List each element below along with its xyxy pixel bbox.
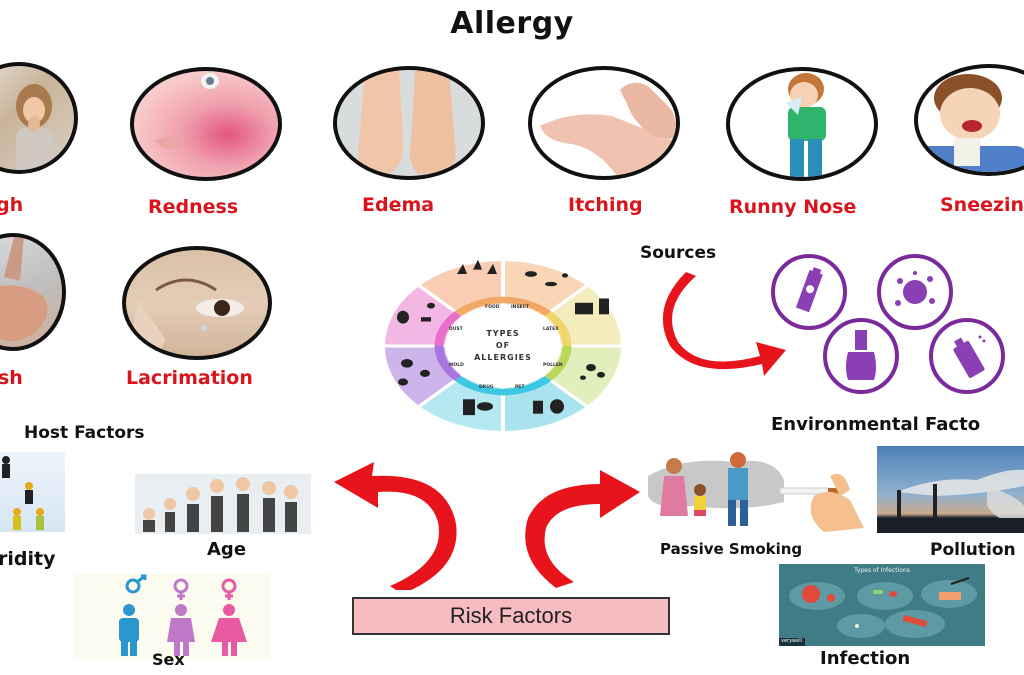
symptom-label-runny-nose: Runny Nose [729, 196, 857, 218]
infection-label: Infection [820, 648, 911, 669]
tube-icon [795, 267, 823, 313]
source-spray-can [929, 318, 1005, 394]
wheel-center-line-3: ALLERGIES [474, 353, 532, 362]
wheel-tag-mold: MOLD [449, 362, 464, 368]
wheel-tag-pet: PET [515, 384, 525, 390]
wheel-tag-drug: DRUG [479, 384, 494, 390]
teary-eye-icon [127, 278, 244, 356]
rash-hands-icon [0, 237, 48, 342]
boy-blowing-nose-icon [786, 73, 826, 177]
lacrimation-image [122, 246, 272, 360]
cough-image [0, 62, 78, 174]
sex-image [73, 574, 271, 659]
passive-smoking-label: Passive Smoking [660, 540, 803, 558]
page-title: Allergy [450, 6, 574, 41]
risk-to-host-arrow-icon [334, 462, 457, 590]
age-image [135, 474, 311, 534]
types-of-allergies-wheel: TYPES OF ALLERGIES FOOD INSECT LATEX POL… [380, 256, 626, 436]
nail-polish-icon [846, 330, 876, 380]
source-tube [771, 254, 847, 330]
heredity-image [0, 452, 65, 532]
edema-image [333, 66, 485, 180]
wheel-tag-food: FOOD [485, 304, 500, 310]
spray-can-icon [953, 335, 986, 378]
symptom-label-sneezing: Sneezin [940, 194, 1024, 216]
boy-sneezing-icon [918, 74, 1024, 172]
symptom-label-redness: Redness [148, 196, 239, 218]
age-progression-icon [143, 477, 298, 532]
swollen-feet-icon [358, 70, 456, 176]
girl-coughing-icon [16, 84, 54, 170]
scratching-hand-icon [540, 82, 676, 176]
wheel-tag-insect: INSECT [511, 304, 530, 310]
risk-factors-label: Risk Factors [449, 603, 573, 628]
wheel-center-line-2: OF [496, 341, 510, 350]
symptom-label-cough: gh [0, 194, 24, 216]
red-cheek-icon [154, 73, 219, 150]
symptom-label-itching: Itching [568, 194, 643, 216]
infection-inner-title: Types of Infections [854, 567, 910, 574]
wheel-tag-dust: DUST [449, 326, 464, 332]
source-splash [877, 254, 953, 330]
pollution-label: Pollution [930, 540, 1016, 560]
heredity-label: ridity [0, 548, 56, 570]
wheel-center-line-1: TYPES [486, 329, 519, 338]
allergy-wheel-icon: TYPES OF ALLERGIES FOOD INSECT LATEX POL… [380, 258, 626, 434]
pollution-image [877, 446, 1024, 533]
infection-types-icon [779, 577, 977, 646]
itching-image [528, 66, 680, 180]
age-label: Age [207, 539, 247, 560]
sex-label: Sex [152, 650, 185, 669]
family-tree-icon [2, 456, 44, 530]
splash-icon [895, 271, 935, 306]
passive-smoking-image [644, 446, 870, 536]
risk-factors-box: Risk Factors [352, 597, 670, 635]
wheel-tag-latex: LATEX [543, 326, 559, 332]
sources-arrow-icon [662, 272, 786, 376]
environmental-factors-label: Environmental Facto [771, 414, 981, 435]
rash-image [0, 233, 66, 351]
wheel-tag-pollen: POLLEN [543, 362, 563, 368]
host-factors-label: Host Factors [24, 423, 145, 443]
symptom-label-lacrimation: Lacrimation [126, 367, 253, 389]
sources-label: Sources [640, 243, 717, 263]
factory-smoke-icon [877, 469, 1024, 533]
passive-smoking-icon [648, 452, 864, 532]
symptom-label-edema: Edema [362, 194, 435, 216]
symptom-label-rash: sh [0, 367, 23, 389]
infection-image: Types of Infections verywell [779, 564, 985, 646]
runny-nose-image [726, 67, 878, 181]
sneezing-image [914, 64, 1024, 176]
redness-image [130, 67, 282, 181]
gender-figures-icon [119, 574, 247, 656]
verywell-badge: verywell [781, 638, 802, 644]
risk-to-environment-arrow-icon [525, 470, 640, 588]
source-nail-polish [823, 318, 899, 394]
